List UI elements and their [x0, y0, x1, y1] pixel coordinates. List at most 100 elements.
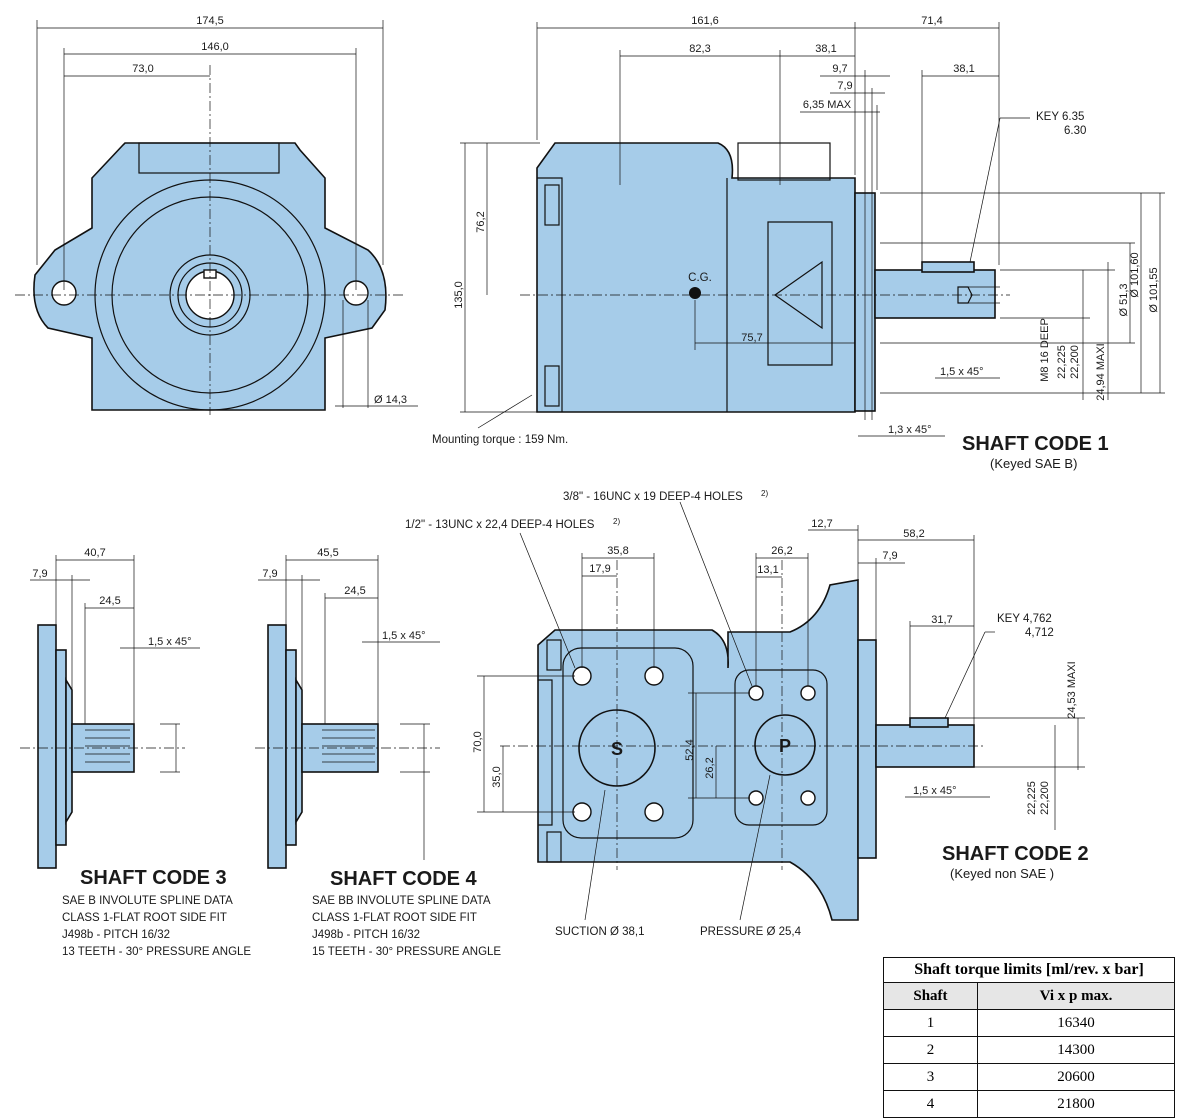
dim-174-5: 174,5 — [196, 15, 224, 27]
cell-shaft: 4 — [883, 1090, 978, 1118]
dim-dia-14-3: Ø 14,3 — [374, 394, 407, 406]
dim-p-7-9: 7,9 — [882, 550, 897, 562]
suction-flange — [562, 647, 694, 839]
note-unc-38-sup: 2) — [761, 489, 768, 498]
side-view: C.G. 161,6 71,4 82,3 38,1 9,7 7,9 6,35 M… — [432, 15, 1165, 471]
dim-dia-101-60: Ø 101,60 — [1129, 252, 1141, 297]
s4-dim-45-5: 45,5 — [317, 547, 338, 559]
dim-35-0: 35,0 — [491, 766, 503, 787]
dim-chamfer-2: 1,3 x 45° — [888, 424, 932, 436]
shaft-code-1-sub: (Keyed SAE B) — [990, 456, 1077, 471]
s3-dim-7-9: 7,9 — [32, 568, 47, 580]
dim-135-0: 135,0 — [453, 281, 465, 309]
note-unc-half-sup: 2) — [613, 517, 620, 526]
key-label-2: 6.30 — [1064, 125, 1086, 137]
shaft-code-1-title: SHAFT CODE 1 — [962, 433, 1109, 455]
shaft-code-4-title: SHAFT CODE 4 — [330, 868, 478, 890]
pressure-port — [754, 714, 816, 776]
s3-line-2: CLASS 1-FLAT ROOT SIDE FIT — [62, 912, 227, 924]
dim-chamfer-1: 1,5 x 45° — [940, 366, 984, 378]
dim-13-1: 13,1 — [757, 564, 778, 576]
s4-dim-24-5: 24,5 — [344, 585, 365, 597]
dim-p-22-225: 22,225 — [1026, 781, 1038, 815]
dim-key-38-1: 38,1 — [953, 63, 974, 75]
dim-26-2: 26,2 — [771, 545, 792, 557]
dim-24-94: 24,94 MAXI — [1095, 343, 1107, 400]
dim-58-2: 58,2 — [903, 528, 924, 540]
port-body — [537, 579, 859, 921]
port-key — [909, 717, 949, 728]
dim-146-0: 146,0 — [201, 41, 229, 53]
s3-dim-24-5: 24,5 — [99, 595, 120, 607]
dim-35-8: 35,8 — [607, 545, 628, 557]
table-row: 3 20600 — [883, 1063, 1176, 1091]
dim-75-7: 75,7 — [741, 332, 762, 344]
dim-dia-51-3: Ø 51,3 — [1118, 283, 1130, 316]
s4-line-3: J498b - PITCH 16/32 — [312, 929, 420, 941]
dim-161-6: 161,6 — [691, 15, 719, 27]
shaft4-flange — [267, 624, 287, 869]
side-key — [921, 261, 975, 273]
dim-dia-101-55: Ø 101,55 — [1148, 267, 1160, 312]
s4-dim-7-9: 7,9 — [262, 568, 277, 580]
key-label-1: KEY 6.35 — [1036, 111, 1084, 123]
cg-label: C.G. — [688, 272, 712, 284]
s4-line-4: 15 TEETH - 30° PRESSURE ANGLE — [312, 946, 501, 958]
dim-70-0: 70,0 — [472, 731, 484, 752]
torque-table-caption: Shaft torque limits [ml/rev. x bar] — [883, 957, 1175, 982]
port-flange — [857, 639, 877, 859]
s3-chamfer: 1,5 x 45° — [148, 636, 192, 648]
side-top-boss — [737, 142, 831, 181]
note-unc-half: 1/2" - 13UNC x 22,4 DEEP-4 HOLES — [405, 519, 595, 531]
s4-line-1: SAE BB INVOLUTE SPLINE DATA — [312, 895, 491, 907]
pressure-label: PRESSURE Ø 25,4 — [700, 926, 802, 938]
dim-17-9: 17,9 — [589, 563, 610, 575]
cell-shaft: 2 — [883, 1036, 978, 1064]
dim-82-3: 82,3 — [689, 43, 710, 55]
key2-label-1: KEY 4,762 — [997, 613, 1052, 625]
shaft3-flange — [37, 624, 57, 869]
cell-value: 14300 — [976, 1036, 1176, 1064]
dim-v-26-2: 26,2 — [704, 757, 716, 778]
dim-71-4: 71,4 — [921, 15, 942, 27]
cell-value: 16340 — [976, 1009, 1176, 1037]
pressure-flange — [734, 669, 828, 826]
dim-m8: M8 16 DEEP — [1039, 318, 1051, 382]
col-header-vixp: Vi x p max. — [976, 982, 1176, 1010]
mounting-torque: Mounting torque : 159 Nm. — [432, 434, 568, 446]
s4-chamfer: 1,5 x 45° — [382, 630, 426, 642]
dim-52-4: 52,4 — [684, 739, 696, 760]
s3-line-1: SAE B INVOLUTE SPLINE DATA — [62, 895, 233, 907]
shaft-code-2-sub: (Keyed non SAE ) — [950, 866, 1054, 881]
dim-12-7: 12,7 — [811, 518, 832, 530]
front-view: 174,5 146,0 73,0 Ø 14,3 — [15, 15, 418, 415]
table-row: 1 16340 — [883, 1009, 1176, 1037]
dim-22-200: 22,200 — [1069, 345, 1081, 379]
shaft3-view: 40,7 7,9 24,5 1,5 x 45° SHAFT CODE 3 SAE… — [20, 547, 251, 958]
col-header-shaft: Shaft — [883, 982, 978, 1010]
suction-label: SUCTION Ø 38,1 — [555, 926, 644, 938]
table-row: 2 14300 — [883, 1036, 1176, 1064]
dim-31-7: 31,7 — [931, 614, 952, 626]
front-top-boss — [138, 142, 280, 174]
dim-p-chamfer: 1,5 x 45° — [913, 785, 957, 797]
shaft-code-2-title: SHAFT CODE 2 — [942, 843, 1089, 865]
cg-marker — [689, 287, 701, 299]
dim-7-9: 7,9 — [837, 80, 852, 92]
cell-value: 21800 — [976, 1090, 1176, 1118]
shaft-code-3-title: SHAFT CODE 3 — [80, 867, 227, 889]
side-shaft — [874, 269, 996, 319]
s4-line-2: CLASS 1-FLAT ROOT SIDE FIT — [312, 912, 477, 924]
torque-table: Shaft torque limits [ml/rev. x bar] Shaf… — [883, 957, 1176, 1118]
cell-shaft: 3 — [883, 1063, 978, 1091]
dim-24-53: 24,53 MAXI — [1066, 661, 1078, 718]
note-unc-38: 3/8" - 16UNC x 19 DEEP-4 HOLES — [563, 491, 743, 503]
dim-6-35-max: 6,35 MAX — [803, 99, 852, 111]
shaft4-view: 45,5 7,9 24,5 1,5 x 45° SHAFT CODE 4 SAE… — [255, 547, 501, 958]
cell-shaft: 1 — [883, 1009, 978, 1037]
s3-line-3: J498b - PITCH 16/32 — [62, 929, 170, 941]
s3-line-4: 13 TEETH - 30° PRESSURE ANGLE — [62, 946, 251, 958]
dim-73-0: 73,0 — [132, 63, 153, 75]
cell-value: 20600 — [976, 1063, 1176, 1091]
